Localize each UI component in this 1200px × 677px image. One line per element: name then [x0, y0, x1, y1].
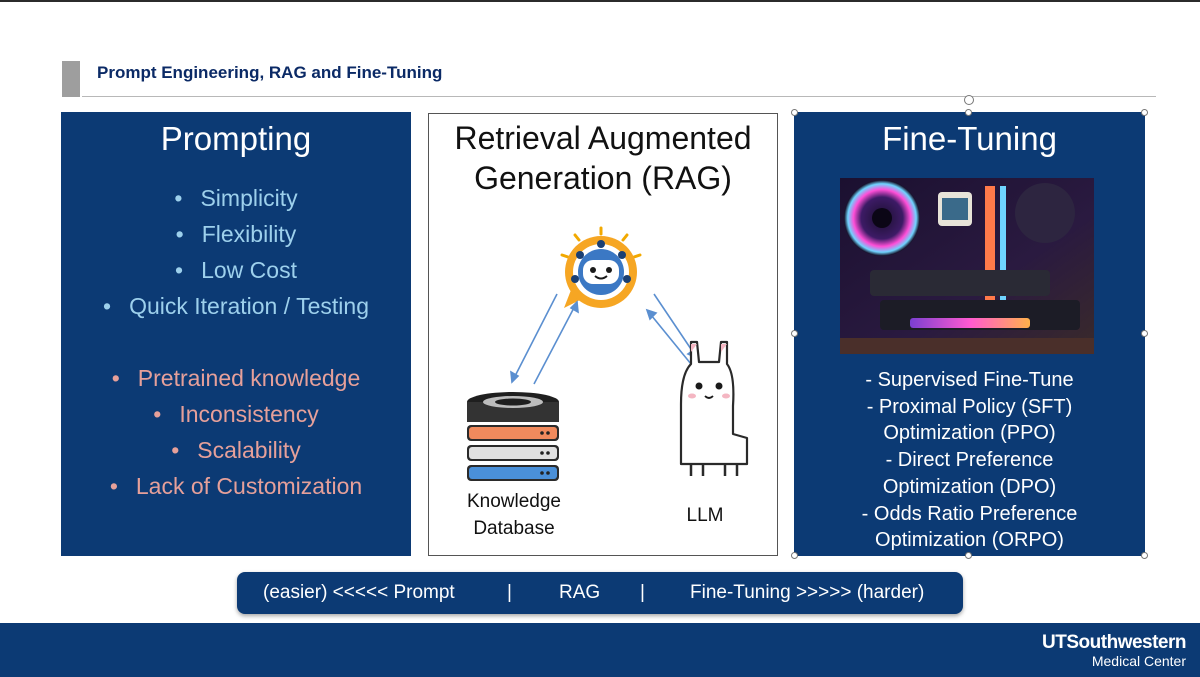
list-item: •Inconsistency [153, 401, 319, 427]
fine-tuning-methods: - Supervised Fine-Tune - Proximal Policy… [794, 367, 1145, 554]
selection-handle[interactable] [1141, 109, 1148, 116]
scale-separator: | [507, 582, 512, 603]
list-item: Optimization (PPO) [883, 422, 1056, 445]
scale-right-label: Fine-Tuning >>>>> (harder) [690, 582, 925, 603]
difficulty-scale-bar: (easier) <<<<< Prompt | RAG | Fine-Tunin… [237, 572, 963, 614]
selection-handle[interactable] [1141, 552, 1148, 559]
selection-handle[interactable] [791, 552, 798, 559]
list-item: •Scalability [171, 437, 301, 463]
robot-icon [560, 226, 642, 308]
list-item: •Pretrained knowledge [111, 365, 361, 391]
database-label-line1: Knowledge [466, 491, 562, 512]
list-item: •Simplicity [174, 185, 298, 211]
rag-heading: Retrieval Augmented Generation (RAG) [429, 118, 777, 198]
utsw-logo-subtitle: Medical Center [1091, 653, 1186, 669]
list-item: - Direct Preference [885, 449, 1054, 472]
rag-arrows [510, 293, 699, 385]
fine-tuning-panel: Fine-Tuning [794, 112, 1145, 556]
utsw-logo: UTSouthwestern [1042, 632, 1186, 653]
list-item: Optimization (DPO) [882, 475, 1057, 498]
list-item: •Quick Iteration / Testing [103, 293, 369, 319]
selection-handle[interactable] [965, 109, 972, 116]
database-label-line2: Database [473, 518, 555, 539]
llm-label: LLM [686, 505, 724, 526]
rag-panel: Retrieval Augmented Generation (RAG) [428, 113, 778, 556]
footer-bar: UTSouthwestern Medical Center [0, 623, 1200, 677]
selection-handle[interactable] [965, 552, 972, 559]
list-item: •Lack of Customization [109, 473, 363, 499]
top-border [0, 0, 1200, 2]
llama-icon [679, 340, 749, 476]
list-item: - Odds Ratio Preference [861, 502, 1078, 525]
list-item: •Low Cost [175, 257, 297, 283]
scale-left-label: (easier) <<<<< Prompt [263, 582, 455, 603]
selection-handle[interactable] [1141, 330, 1148, 337]
slide-title: Prompt Engineering, RAG and Fine-Tuning [97, 63, 443, 82]
list-item: - Supervised Fine-Tune [865, 369, 1074, 391]
rag-heading-line2: Generation (RAG) [474, 160, 732, 196]
prompting-pros-list: •Simplicity •Flexibility •Low Cost •Quic… [61, 180, 411, 324]
prompting-cons-list: •Pretrained knowledge •Inconsistency •Sc… [61, 360, 411, 504]
prompting-panel: Prompting •Simplicity •Flexibility •Low … [61, 112, 411, 556]
gpu-rig-photo [840, 178, 1094, 354]
title-accent-bar [62, 61, 80, 97]
prompting-heading: Prompting [160, 120, 312, 157]
list-item: - Proximal Policy (SFT) [866, 395, 1073, 418]
rag-diagram [467, 226, 749, 481]
rotate-handle-icon[interactable] [964, 95, 974, 105]
fine-tuning-heading: Fine-Tuning [882, 120, 1057, 157]
rag-heading-line1: Retrieval Augmented [454, 120, 752, 156]
knowledge-database-label: Knowledge Database [449, 488, 579, 542]
list-item: Optimization (ORPO) [875, 529, 1064, 552]
scale-separator: | [640, 582, 645, 603]
selection-handle[interactable] [791, 109, 798, 116]
list-item: •Flexibility [175, 221, 297, 247]
database-icon [467, 392, 559, 481]
scale-middle-label: RAG [559, 582, 601, 603]
title-divider [82, 96, 1156, 97]
selection-handle[interactable] [791, 330, 798, 337]
